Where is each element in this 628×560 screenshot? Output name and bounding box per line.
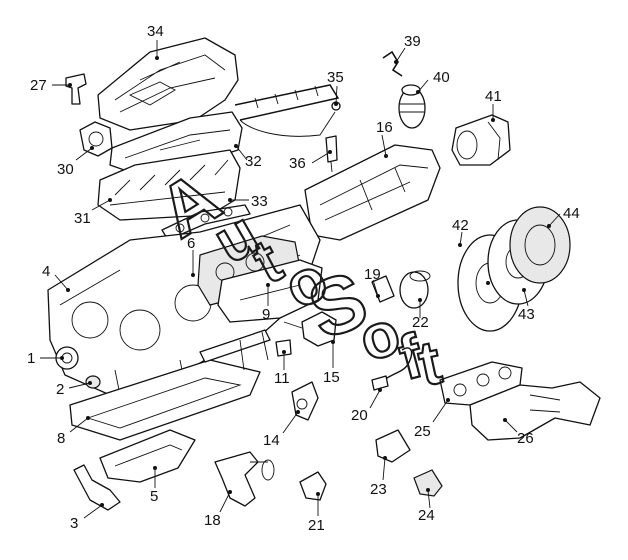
callout-label: 42: [452, 217, 469, 234]
thermostat-housing: [283, 311, 337, 347]
callout-label: 16: [376, 119, 393, 136]
callout-labels: 1 2 3 4 5 6 8 9 11 14 15 16 18 19 20 21 …: [27, 23, 580, 534]
leader-lines: [40, 40, 561, 519]
callout-label: 33: [251, 193, 268, 210]
callout-label: 43: [518, 306, 535, 323]
oil-seal: [85, 375, 101, 389]
callout-label: 9: [262, 306, 270, 323]
pressure-plate: [509, 206, 571, 284]
heat-shield-bracket: [375, 429, 411, 463]
oil-pickup: [73, 464, 121, 511]
callout-label: 30: [57, 161, 74, 178]
callout-label: 8: [57, 430, 65, 447]
valve-cover: [304, 144, 441, 241]
oxygen-sensor: [371, 347, 413, 391]
front-head: [217, 259, 323, 323]
exhaust-mount: [413, 469, 443, 497]
callout-label: 11: [274, 370, 290, 387]
engine-cover: [97, 37, 239, 131]
fuel-injector: [325, 135, 338, 173]
callout-label: 35: [327, 69, 344, 86]
throttle-body: [79, 121, 113, 157]
retaining-clip: [382, 50, 403, 77]
callout-label: 3: [70, 515, 78, 532]
starter-motor: [451, 114, 511, 166]
temp-sender: [299, 471, 327, 501]
callout-label: 14: [263, 432, 280, 449]
callout-label: 27: [30, 77, 47, 94]
callout-label: 31: [74, 210, 91, 227]
callout-label: 44: [563, 205, 580, 222]
fuel-rail: [234, 84, 341, 137]
callout-label: 21: [308, 517, 325, 534]
callout-label: 4: [42, 263, 50, 280]
callout-label: 32: [245, 153, 262, 170]
callout-label: 24: [418, 507, 435, 524]
callout-label: 25: [414, 423, 431, 440]
callout-label: 26: [517, 430, 534, 447]
callout-label: 19: [364, 266, 381, 283]
callout-label: 5: [150, 488, 158, 505]
callout-label: 23: [370, 481, 387, 498]
callout-label: 2: [56, 381, 64, 398]
callout-label: 15: [323, 369, 340, 386]
callout-label: 39: [404, 33, 421, 50]
water-outlet: [214, 451, 275, 507]
callout-label: 20: [351, 407, 368, 424]
coolant-pipe: [199, 329, 271, 371]
oil-filter-housing: [398, 84, 426, 129]
oil-pan: [99, 429, 196, 483]
callout-label: 22: [412, 314, 429, 331]
mount-bolt: [275, 339, 292, 357]
callout-label: 40: [433, 69, 450, 86]
callout-label: 18: [204, 512, 221, 529]
map-sensor: [65, 73, 87, 105]
callout-label: 36: [289, 155, 306, 172]
callout-label: 41: [485, 88, 502, 105]
callout-label: 6: [187, 235, 195, 252]
callout-label: 1: [27, 350, 35, 367]
callout-label: 34: [147, 23, 164, 40]
catalytic-converter: [469, 381, 601, 441]
